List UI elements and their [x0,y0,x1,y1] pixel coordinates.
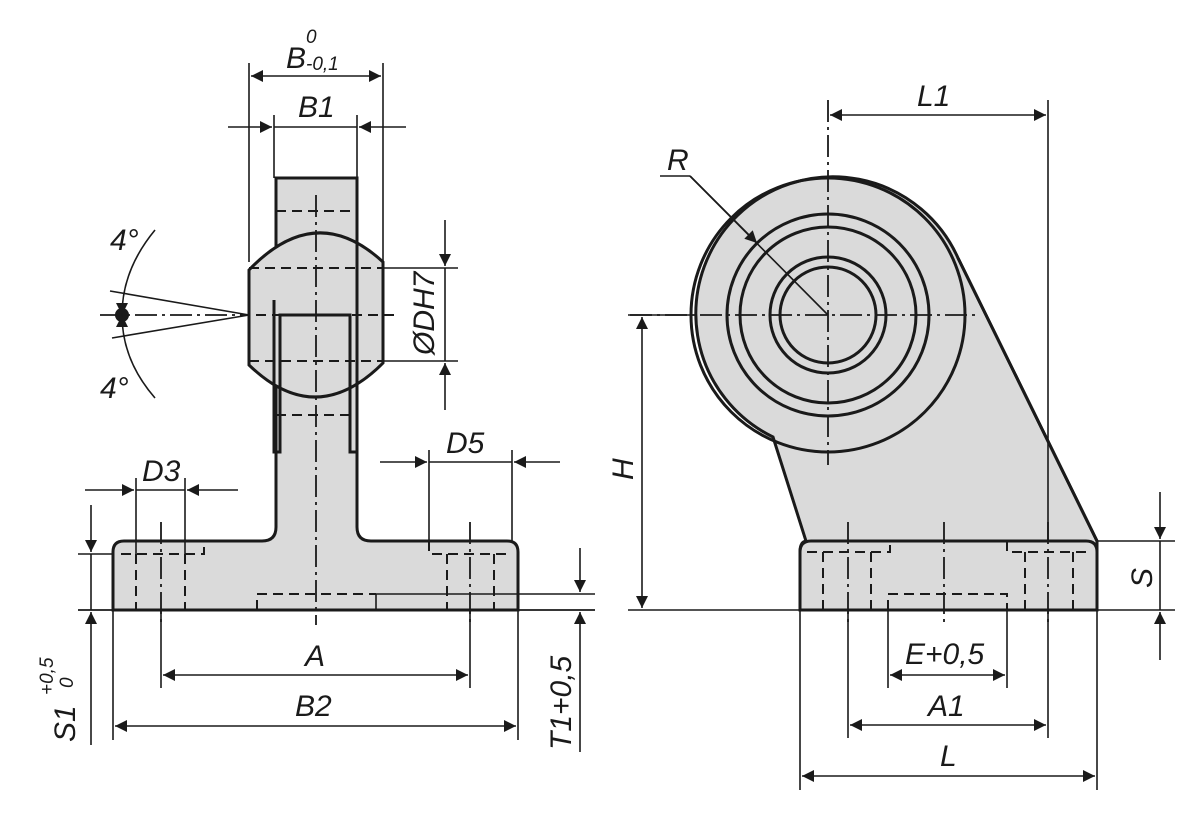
side-view: L1 R H S E+0,5 A1 L [607,80,1175,790]
dim-t1-label: T1+0,5 [545,655,578,750]
dim-h-label: H [607,458,640,480]
front-view: 4° 4° B 0 -0,1 B1 ØDH7 D3 [37,27,595,752]
dim-e-label: E+0,5 [905,638,985,671]
dim-s1-tol-lower: 0 [57,677,78,688]
dim-s1-label: S1 [49,705,82,742]
dim-b1-label: B1 [298,91,335,124]
dim-b-tol-upper: 0 [306,27,317,48]
dim-d5-label: D5 [446,427,485,460]
dim-a-label: A [303,640,325,673]
dim-d3-label: D3 [142,455,181,488]
dim-s-label: S [1126,568,1159,588]
dim-b2-label: B2 [295,690,332,723]
dim-dh7-label: ØDH7 [408,270,441,356]
dim-s1-tol-upper: +0,5 [37,657,58,695]
dim-l1-label: L1 [917,80,950,113]
dim-l-label: L [940,740,957,773]
dim-r-label: R [667,144,689,177]
angle-bottom-label: 4° [100,372,129,405]
angle-top-label: 4° [110,224,139,257]
side-body [694,175,1099,612]
dim-b-label: B [286,42,306,75]
dim-b-tol-lower: -0,1 [306,54,339,75]
dim-a1-label: A1 [926,690,965,723]
